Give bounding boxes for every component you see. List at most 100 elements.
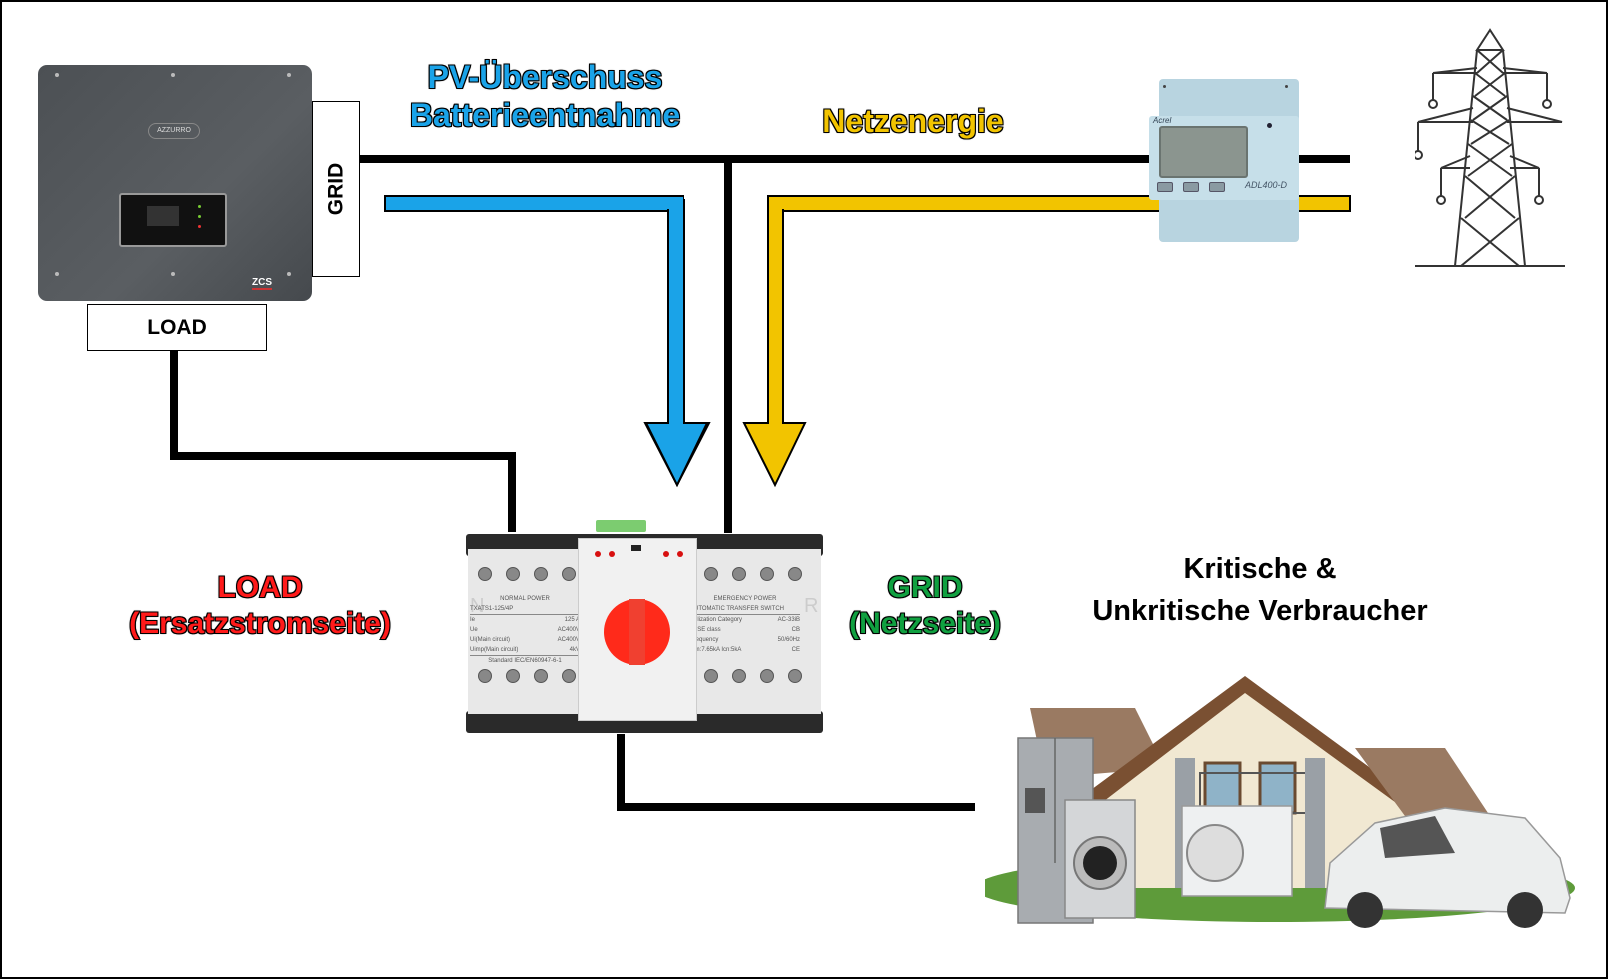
meter-pulse-led [1267, 123, 1272, 128]
meter-button-enter[interactable] [1209, 182, 1225, 192]
normal-power-title: NORMAL POWER [500, 596, 550, 602]
ats-subtitle: AUTOMATIC TRANSFER SWITCH [690, 604, 800, 615]
ats-terminal-screw [732, 567, 746, 581]
spec-key: Utilization Category [690, 617, 743, 623]
inverter-screw [55, 73, 59, 77]
ats-terminal-screw [534, 669, 548, 683]
meter-button-middle[interactable] [1183, 182, 1199, 192]
ats-model: TXATS1-125/4P [470, 604, 580, 615]
ats-dip-switch[interactable] [631, 545, 641, 551]
meter-rail-top [1163, 85, 1166, 88]
ats-rotary-knob[interactable] [604, 599, 670, 665]
spec-key: Frequency [690, 637, 719, 643]
house-roof-right [1355, 748, 1490, 816]
load-side-line1: LOAD [217, 570, 304, 605]
meter-lcd [1159, 126, 1248, 178]
wire-grid-bus-down-to-ats [724, 155, 732, 533]
washing-machine-icon [1064, 799, 1136, 919]
spec-row: ATSE class CB [690, 625, 800, 635]
inverter-lcd [147, 206, 179, 226]
house-window [1203, 761, 1242, 815]
load-port-text: LOAD [147, 315, 207, 339]
wire-ats-output-down [617, 734, 625, 810]
wire-load-to-ats [508, 452, 516, 532]
pv-surplus-line1: PV-Überschuss [427, 58, 664, 96]
ats-bottom-rail [466, 711, 823, 733]
spec-value: CE [791, 647, 800, 653]
spec-row: Ie 125 A [470, 615, 580, 625]
grid-energy-label: Netzenergie [821, 102, 1004, 140]
zcs-logo: ZCS [252, 277, 272, 290]
ats-status-led [677, 551, 683, 557]
spec-key: Ie [470, 617, 476, 623]
ats-status-led [609, 551, 615, 557]
spec-key: Ui(Main circuit) [470, 637, 511, 643]
spec-key: ATSE class [690, 627, 721, 633]
ats-terminal-screw [704, 669, 718, 683]
hybrid-inverter: AZZURRO ZCS [38, 65, 312, 301]
meter-rail-top [1285, 85, 1288, 88]
house-stone-column [1305, 758, 1325, 888]
inverter-display [119, 193, 227, 247]
grid-flow-arrow-down [742, 209, 807, 488]
spec-key: Ue [470, 627, 478, 633]
ats-terminal-screw [788, 669, 802, 683]
ats-terminal-screw [704, 567, 718, 581]
spec-row: Utilization Category AC-33iB [690, 615, 800, 625]
wire-load-down [170, 345, 178, 458]
house-with-appliances-illustration [985, 676, 1575, 928]
inverter-screw [55, 272, 59, 276]
grid-port-text: GRID [324, 162, 347, 216]
meter-model: ADL400-D [1245, 180, 1288, 190]
spec-value: AC-33iB [777, 617, 800, 623]
inverter-screw [287, 73, 291, 77]
ats-terminal-screw [760, 669, 774, 683]
wire-ats-output-to-house [617, 803, 975, 811]
ats-letter-n: N [470, 595, 485, 617]
consumers-line2: Unkritische Verbraucher [1092, 595, 1428, 627]
inverter-load-port-label: LOAD [87, 304, 267, 351]
pv-flow-arrow-joint [669, 197, 683, 213]
grid-flow-arrow-joint [769, 197, 782, 213]
spec-value: AC400V [557, 637, 580, 643]
grid-side-line2: (Netzseite) [848, 606, 1002, 641]
inverter-screw [171, 272, 175, 276]
inverter-status-led-green [198, 205, 201, 208]
ats-terminal-screw [788, 567, 802, 581]
ats-terminal-screw [506, 669, 520, 683]
ats-standard: Standard IEC/EN60947-6-1 [470, 655, 580, 666]
spec-row: Ui(Main circuit) AC400V [470, 635, 580, 645]
ats-terminal-screw [732, 669, 746, 683]
pv-surplus-line2: Batterieentnahme [409, 96, 681, 134]
spec-value: 50/60Hz [777, 637, 800, 643]
pv-flow-arrow-shaft [384, 195, 684, 212]
consumers-title: Kritische & Unkritische Verbraucher [1060, 548, 1460, 632]
spec-row: Frequency 50/60Hz [690, 635, 800, 645]
inverter-screw [287, 272, 291, 276]
air-conditioner-icon [1181, 805, 1293, 897]
ats-terminal-screw [478, 567, 492, 581]
spec-key: Uimp(Main circuit) [470, 647, 519, 653]
power-pylon-icon [1415, 28, 1565, 267]
load-side-line2: (Ersatzstromseite) [128, 606, 392, 641]
pv-surplus-label: PV-Überschuss Batterieentnahme [385, 58, 705, 135]
meter-front-panel: Acrel ADL400-D [1149, 116, 1299, 200]
spec-key: Icm:7.65kA Icn:5kA [690, 647, 742, 653]
inverter-status-led-green [198, 215, 201, 218]
grid-side-label: GRID (Netzseite) [830, 570, 1020, 642]
spec-value: 125 A [564, 617, 580, 623]
emergency-power-title: EMERGENCY POWER [713, 596, 777, 602]
meter-brand: Acrel [1153, 116, 1172, 125]
wire-load-horizontal [170, 452, 516, 460]
spec-value: CB [791, 627, 800, 633]
spec-value: 4kV [569, 647, 580, 653]
pv-flow-arrow-down [644, 209, 709, 488]
inverter-status-led-red [198, 225, 201, 228]
ats-emergency-power-panel: EMERGENCY POWER AUTOMATIC TRANSFER SWITC… [690, 594, 800, 672]
ats-terminal-screw [534, 567, 548, 581]
ats-status-led [663, 551, 669, 557]
inverter-brand-logo: AZZURRO [148, 123, 200, 139]
meter-button-left[interactable] [1157, 182, 1173, 192]
